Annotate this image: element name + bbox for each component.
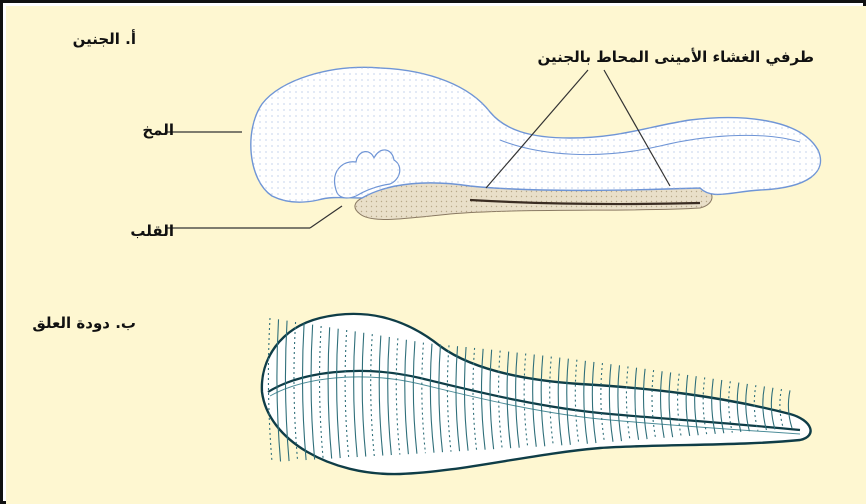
- leech-drawing: [262, 314, 811, 474]
- label-part-a: أ. الجنين: [73, 32, 136, 47]
- label-part-b: ب. دودة العلق: [32, 316, 136, 331]
- heart-leader-line-2: [310, 206, 342, 228]
- label-amnion-edges: طرفي الغشاء الأمينى المحاط بالجنين: [538, 50, 814, 65]
- label-heart: القلب: [130, 224, 174, 239]
- label-brain: المخ: [142, 123, 174, 138]
- leech-body: [262, 314, 811, 474]
- embryo-drawing: [251, 67, 821, 219]
